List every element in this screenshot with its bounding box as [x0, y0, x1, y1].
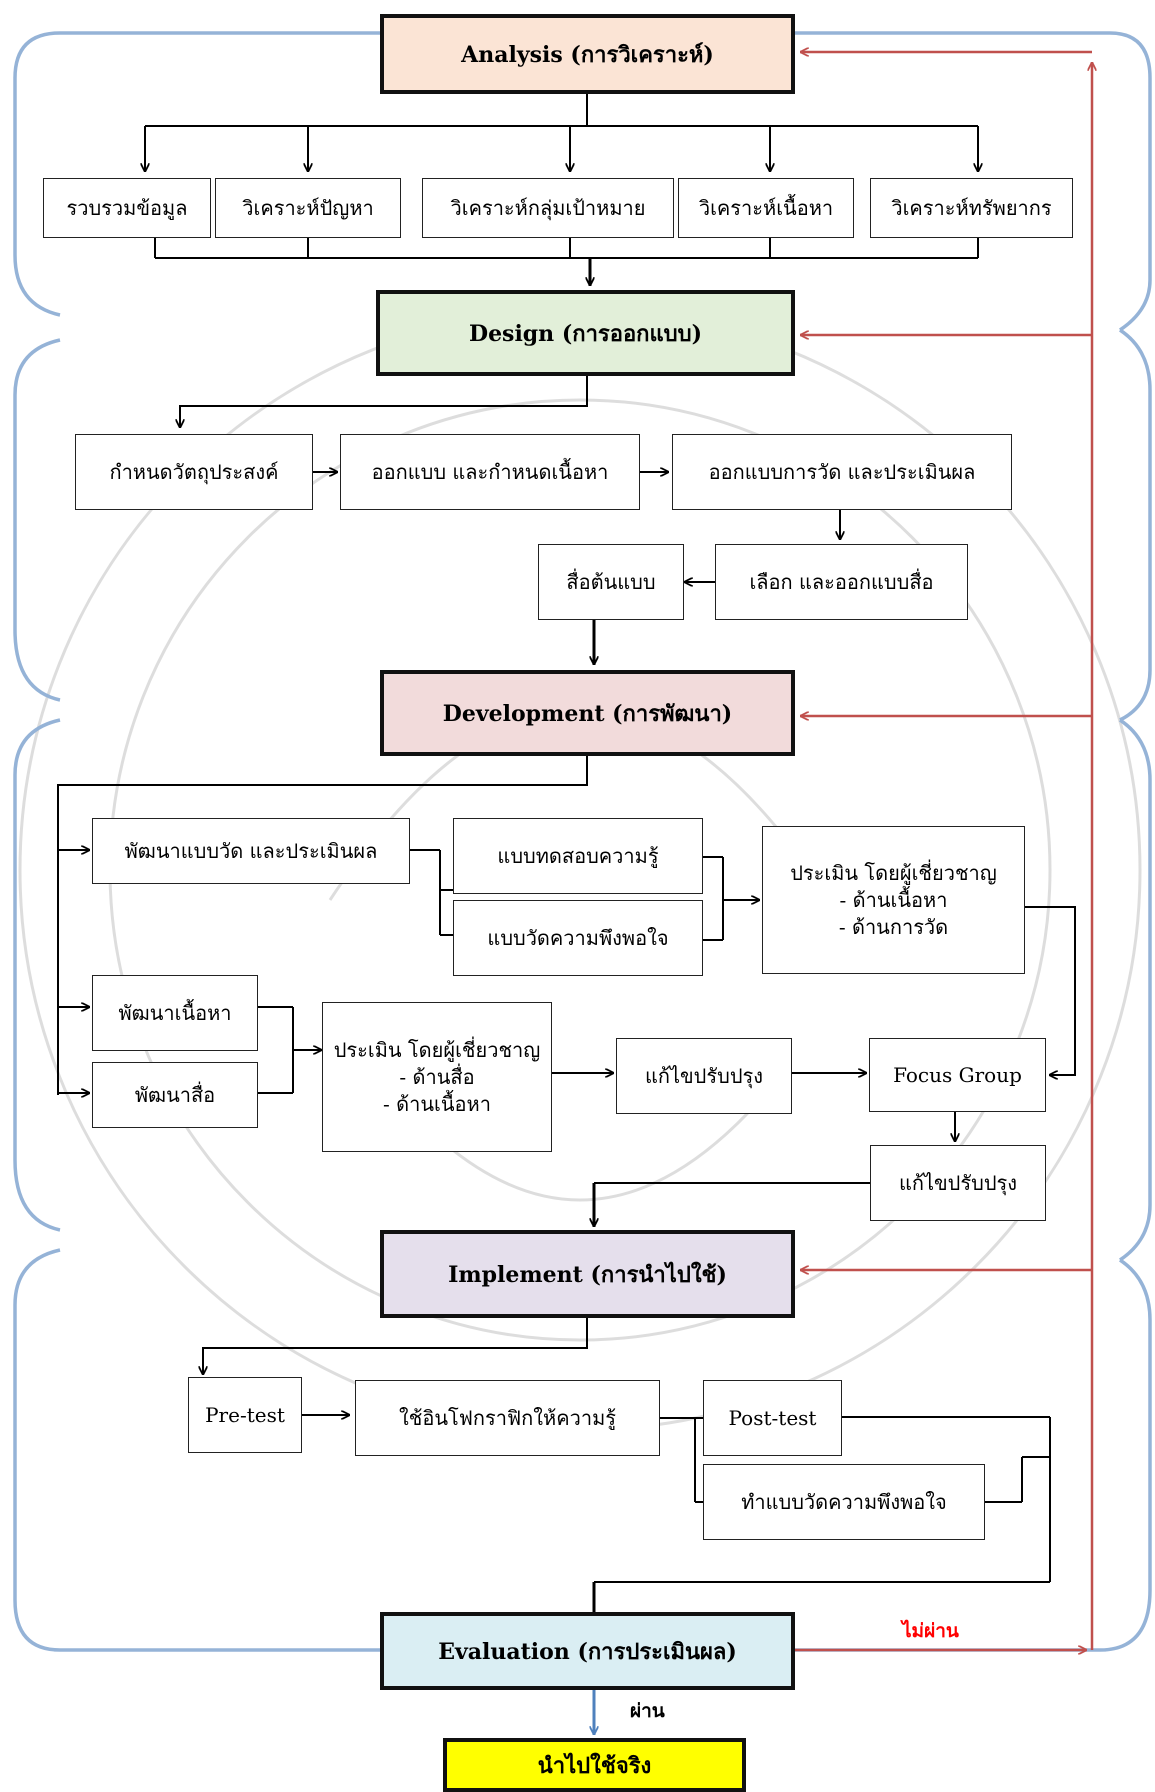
expert-review-title: ประเมิน โดยผู้เชี่ยวชาญ — [333, 1037, 541, 1062]
expert-review-item: - ด้านสื่อ — [399, 1064, 475, 1089]
dev-step-focus-group: Focus Group — [869, 1038, 1046, 1112]
dev-step-revise-2: แก้ไขปรับปรุง — [870, 1145, 1046, 1221]
development-phase-box: Development (การพัฒนา) — [380, 670, 795, 756]
dev-expert-review-content-measure: ประเมิน โดยผู้เชี่ยวชาญ - ด้านเนื้อหา - … — [762, 826, 1025, 974]
analysis-phase-box: Analysis (การวิเคราะห์) — [380, 14, 795, 94]
implement-step-satisfaction: ทำแบบวัดความพึงพอใจ — [703, 1464, 985, 1540]
design-step-measure: ออกแบบการวัด และประเมินผล — [672, 434, 1012, 510]
design-phase-box: Design (การออกแบบ) — [376, 290, 795, 376]
implement-step-pretest: Pre-test — [188, 1377, 302, 1453]
evaluation-phase-box: Evaluation (การประเมินผล) — [380, 1612, 795, 1690]
implement-phase-box: Implement (การนำไปใช้) — [380, 1230, 795, 1318]
implement-step-use-infographic: ใช้อินโฟกราฟิกให้ความรู้ — [355, 1380, 660, 1456]
final-phase-box: นำไปใช้จริง — [443, 1738, 746, 1792]
phase-brackets — [13, 31, 1152, 1652]
analysis-step-collect-data: รวบรวมข้อมูล — [43, 178, 211, 238]
dev-step-knowledge-test: แบบทดสอบความรู้ — [453, 818, 703, 894]
pass-label: ผ่าน — [630, 1700, 665, 1722]
expert-review-item: - ด้านเนื้อหา — [839, 887, 948, 912]
design-step-objectives: กำหนดวัตถุประสงค์ — [75, 434, 313, 510]
dev-step-measure: พัฒนาแบบวัด และประเมินผล — [92, 818, 410, 884]
expert-review-item: - ด้านเนื้อหา — [383, 1091, 491, 1116]
fail-label: ไม่ผ่าน — [902, 1620, 959, 1642]
analysis-step-content: วิเคราะห์เนื้อหา — [678, 178, 854, 238]
analysis-step-problem: วิเคราะห์ปัญหา — [215, 178, 401, 238]
dev-step-content: พัฒนาเนื้อหา — [92, 975, 258, 1051]
analysis-step-target-group: วิเคราะห์กลุ่มเป้าหมาย — [422, 178, 674, 238]
dev-step-satisfaction: แบบวัดความพึงพอใจ — [453, 900, 703, 976]
dev-step-media: พัฒนาสื่อ — [92, 1062, 258, 1128]
design-step-media: เลือก และออกแบบสื่อ — [715, 544, 968, 620]
dev-step-revise-1: แก้ไขปรับปรุง — [616, 1038, 792, 1114]
expert-review-title: ประเมิน โดยผู้เชี่ยวชาญ — [790, 860, 997, 885]
expert-review-item: - ด้านการวัด — [838, 914, 949, 939]
implement-step-posttest: Post-test — [703, 1380, 842, 1456]
dev-expert-review-media-content: ประเมิน โดยผู้เชี่ยวชาญ - ด้านสื่อ - ด้า… — [322, 1002, 552, 1152]
design-step-prototype: สื่อต้นแบบ — [538, 544, 684, 620]
analysis-step-resources: วิเคราะห์ทรัพยากร — [870, 178, 1073, 238]
design-step-content: ออกแบบ และกำหนดเนื้อหา — [340, 434, 640, 510]
